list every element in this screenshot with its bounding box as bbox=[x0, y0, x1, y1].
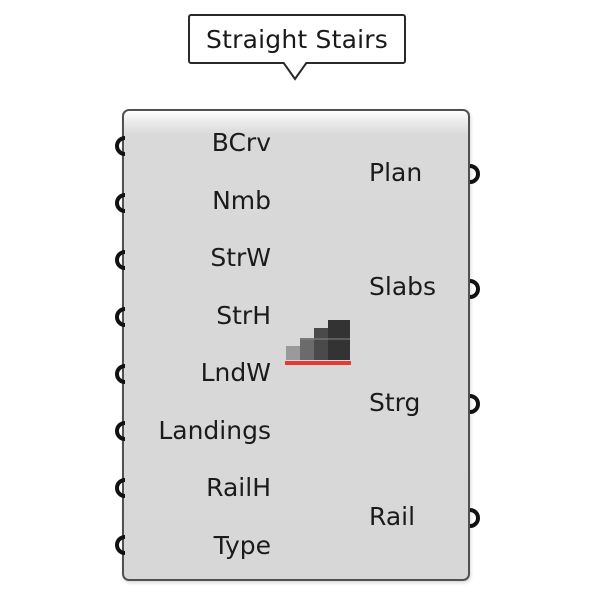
component-name-balloon: Straight Stairs bbox=[188, 14, 406, 64]
output-grip-strg[interactable] bbox=[466, 394, 484, 414]
input-grip-railh[interactable] bbox=[111, 478, 129, 498]
output-grip-plan[interactable] bbox=[466, 164, 484, 184]
input-label-railh: RailH bbox=[206, 473, 271, 502]
input-label-strh: StrH bbox=[216, 301, 271, 330]
output-label-slabs: Slabs bbox=[369, 272, 437, 301]
input-grip-bcrv[interactable] bbox=[111, 136, 129, 156]
input-label-strw: StrW bbox=[210, 243, 271, 272]
output-grip-slabs[interactable] bbox=[466, 279, 484, 299]
input-grip-nmb[interactable] bbox=[111, 193, 129, 213]
input-label-type: Type bbox=[213, 531, 271, 560]
input-grip-lndw[interactable] bbox=[111, 364, 129, 384]
input-grip-strh[interactable] bbox=[111, 307, 129, 327]
component-body[interactable] bbox=[122, 109, 470, 581]
input-label-bcrv: BCrv bbox=[211, 128, 271, 157]
component-name: Straight Stairs bbox=[206, 25, 388, 54]
input-label-landings: Landings bbox=[158, 416, 271, 445]
output-label-rail: Rail bbox=[369, 502, 416, 531]
stairs-icon bbox=[284, 318, 352, 368]
input-grip-type[interactable] bbox=[111, 535, 129, 555]
input-grip-landings[interactable] bbox=[111, 421, 129, 441]
input-label-nmb: Nmb bbox=[212, 186, 271, 215]
input-label-lndw: LndW bbox=[200, 358, 271, 387]
input-grip-strw[interactable] bbox=[111, 250, 129, 270]
output-label-plan: Plan bbox=[369, 158, 423, 187]
output-grip-rail[interactable] bbox=[466, 508, 484, 528]
output-label-strg: Strg bbox=[369, 388, 421, 417]
